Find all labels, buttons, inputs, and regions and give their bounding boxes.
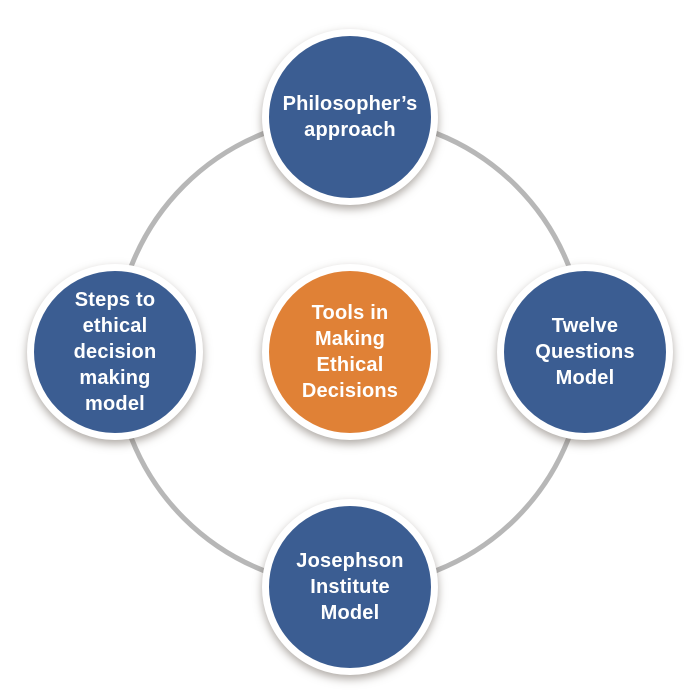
node-twelve-questions-model-label: Twelve Questions Model [535,315,635,389]
node-philosophers-approach-label: Philosopher’s approach [282,93,418,141]
node-philosophers-approach: Philosopher’s approach [262,29,438,205]
node-center-tools-in-making-ethical-decisions: Tools in Making Ethical Decisions [262,264,438,440]
node-steps-to-ethical-decision-making-model-label: Steps to ethical decision making model [73,289,157,415]
node-josephson-institute-model-label: Josephson Institute Model [296,550,404,624]
node-josephson-institute-model: Josephson Institute Model [262,499,438,675]
node-steps-to-ethical-decision-making-model: Steps to ethical decision making model [27,264,203,440]
node-center-label: Tools in Making Ethical Decisions [301,302,399,402]
node-twelve-questions-model: Twelve Questions Model [497,264,673,440]
